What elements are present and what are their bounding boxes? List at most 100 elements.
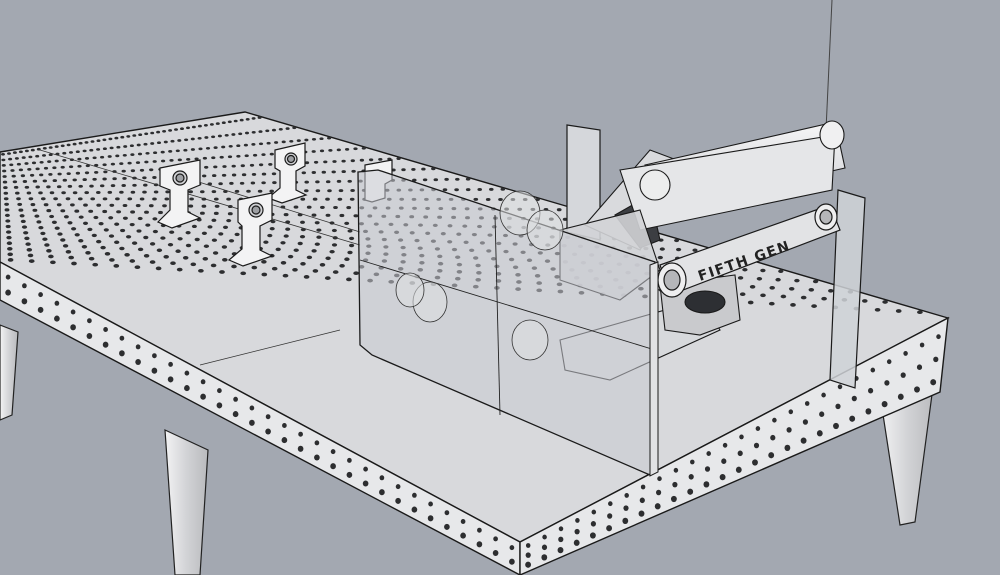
table-hole (234, 232, 240, 237)
table-edge-hole (672, 481, 678, 488)
table-hole (304, 189, 309, 193)
table-hole (68, 165, 74, 169)
table-hole (155, 266, 162, 271)
table-hole (92, 156, 97, 160)
table-edge-hole (298, 431, 303, 437)
table-hole (152, 176, 157, 179)
table-hole (122, 216, 128, 220)
table-hole (32, 208, 38, 212)
table-hole (323, 160, 328, 164)
table-hole (108, 234, 115, 238)
table-hole (266, 141, 271, 145)
table-edge-hole (395, 484, 401, 490)
table-hole (299, 235, 306, 239)
table-hole (350, 159, 355, 163)
frame-tube-end-right (819, 120, 845, 150)
table-hole (12, 151, 17, 154)
table-edge-hole (919, 342, 925, 348)
table-hole (35, 167, 40, 171)
table-edge-hole (800, 437, 807, 444)
table-edge-hole (411, 506, 418, 513)
table-hole (311, 249, 317, 253)
table-hole (109, 258, 115, 262)
table-hole (304, 161, 310, 165)
table-hole (252, 153, 258, 157)
table-hole (794, 278, 800, 283)
table-hole (313, 160, 319, 164)
table-hole (263, 240, 269, 244)
table-hole (156, 130, 161, 134)
table-hole (174, 128, 178, 131)
table-hole (218, 232, 224, 236)
table-hole (203, 124, 208, 127)
table-edge-hole (670, 495, 677, 503)
table-hole (38, 226, 44, 230)
table-hole (94, 170, 99, 174)
table-hole (292, 126, 297, 130)
table-hole (882, 300, 888, 304)
table-hole (233, 119, 238, 123)
table-edge-hole (673, 467, 679, 473)
table-hole (112, 177, 117, 181)
table-hole (30, 203, 36, 207)
table-edge-hole (688, 474, 694, 480)
table-hole (316, 235, 322, 239)
table-hole (47, 160, 52, 163)
table-hole (917, 310, 923, 315)
table-hole (780, 294, 787, 299)
table-hole (92, 262, 99, 267)
table-hole (190, 137, 195, 141)
table-hole (201, 231, 207, 235)
table-hole (261, 260, 267, 264)
table-hole (149, 168, 154, 172)
table-hole (800, 295, 807, 300)
table-hole (190, 148, 195, 151)
table-hole (156, 141, 162, 145)
table-hole (44, 243, 50, 247)
table-hole (72, 191, 78, 195)
table-edge-hole (265, 414, 271, 420)
table-hole (25, 242, 31, 246)
table-hole (278, 127, 283, 131)
table-edge-hole (119, 350, 125, 357)
table-hole (170, 261, 176, 266)
table-edge-hole (574, 528, 580, 535)
table-hole (96, 139, 101, 142)
table-hole (319, 149, 325, 153)
table-hole (7, 258, 14, 262)
table-hole (274, 141, 279, 144)
table-hole (316, 228, 322, 232)
table-hole (271, 172, 277, 176)
table-hole (43, 203, 49, 207)
table-edge-hole (330, 449, 336, 455)
table-hole (169, 230, 175, 234)
table-hole (10, 169, 15, 172)
table-hole (421, 167, 426, 171)
table-hole (268, 162, 273, 166)
table-edge-hole (819, 411, 825, 417)
table-hole (828, 289, 834, 293)
table-hole (222, 225, 229, 229)
table-edge-hole (788, 409, 794, 415)
table-hole (465, 188, 471, 192)
table-hole (74, 233, 80, 237)
table-hole (251, 172, 257, 176)
table-hole (103, 170, 108, 174)
table-edge-hole (492, 549, 499, 557)
table-edge-hole (346, 471, 353, 478)
table-hole (760, 268, 766, 273)
table-hole (8, 157, 13, 161)
table-edge-hole (821, 392, 826, 398)
table-edge-hole (752, 459, 758, 466)
table-hole (143, 142, 148, 146)
table-hole (213, 165, 218, 169)
table-hole (77, 197, 83, 201)
table-edge-hole (881, 400, 888, 408)
table-edge-hole (608, 501, 613, 507)
table-edge-hole (281, 437, 288, 444)
table-hole (353, 271, 359, 276)
table-edge-hole (22, 283, 27, 289)
table-hole (760, 293, 766, 298)
table-hole (84, 191, 89, 195)
